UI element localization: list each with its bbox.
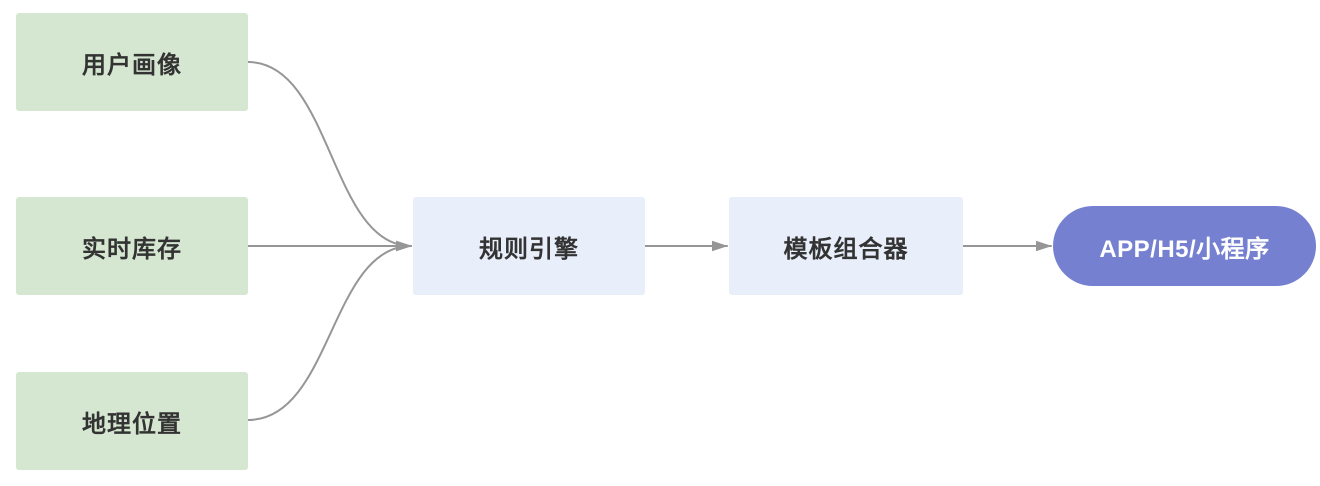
node-realtime-inventory-label: 实时库存 — [82, 235, 182, 263]
node-rule-engine-label: 规则引擎 — [479, 235, 579, 263]
edge-user-profile-to-rule-engine — [247, 61, 412, 252]
node-realtime-inventory: 实时库存 — [16, 197, 248, 295]
node-geo-location-label: 地理位置 — [82, 410, 182, 438]
node-template-composer: 模板组合器 — [729, 197, 963, 295]
node-rule-engine: 规则引擎 — [413, 197, 645, 295]
node-client-channels-label: APP/H5/小程序 — [1099, 235, 1270, 263]
node-user-profile-label: 用户画像 — [82, 51, 182, 79]
node-geo-location: 地理位置 — [16, 372, 248, 470]
node-user-profile: 用户画像 — [16, 13, 248, 111]
node-client-channels: APP/H5/小程序 — [1053, 206, 1316, 286]
node-template-composer-label: 模板组合器 — [783, 235, 909, 263]
edge-geo-location-to-rule-engine — [247, 240, 412, 421]
